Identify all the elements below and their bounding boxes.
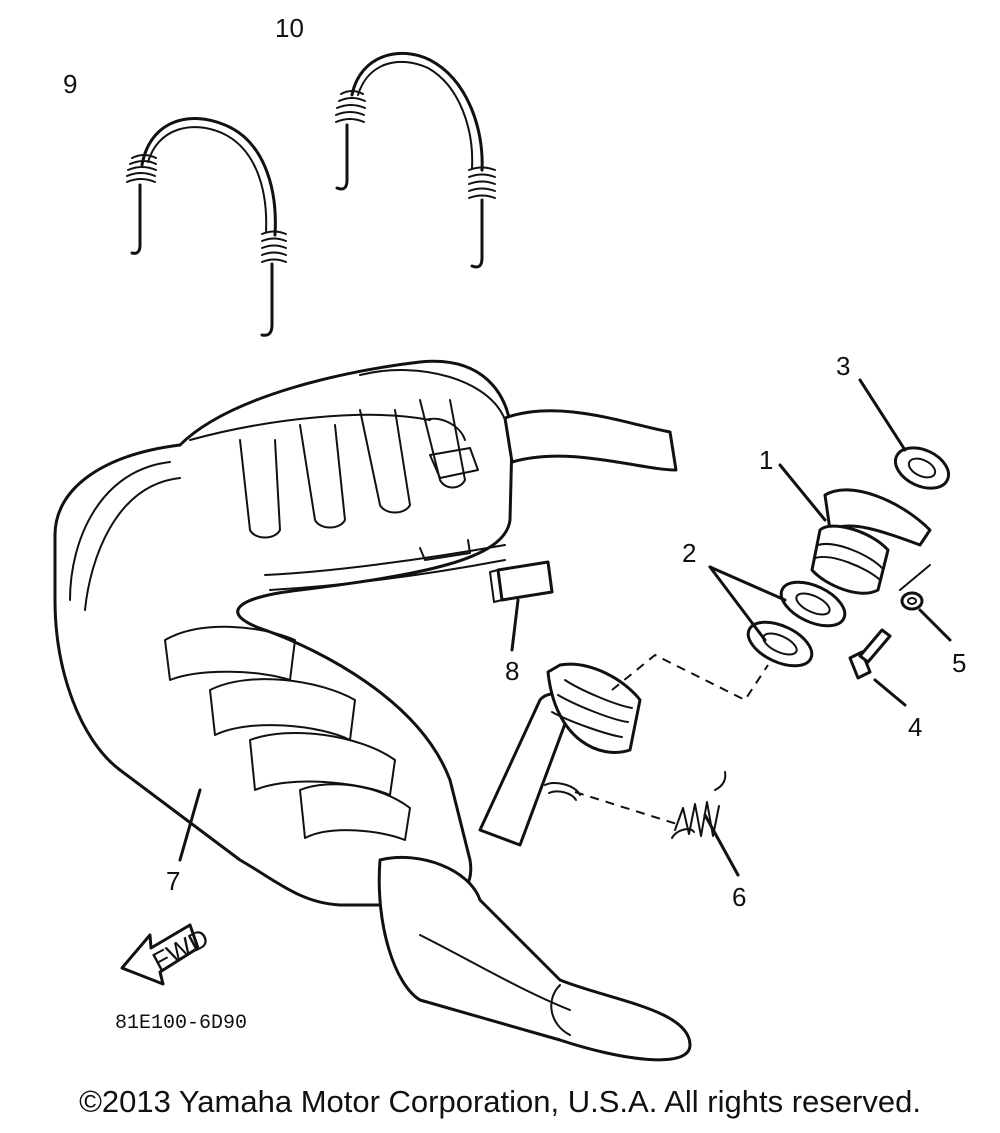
part-8-damper <box>489 560 554 652</box>
callout-10: 10 <box>275 13 304 43</box>
part-3-gasket <box>858 378 950 490</box>
callout-2: 2 <box>682 538 696 568</box>
callout-6: 6 <box>732 882 746 912</box>
part-7-leader <box>178 788 202 862</box>
callout-8: 8 <box>505 656 519 686</box>
part-1-joint <box>778 463 932 595</box>
callout-1: 1 <box>759 445 773 475</box>
callout-3: 3 <box>836 351 850 381</box>
callout-4: 4 <box>908 712 922 742</box>
part-2-gaskets <box>708 565 847 668</box>
copyright-notice: ©2013 Yamaha Motor Corporation, U.S.A. A… <box>79 1084 921 1119</box>
part-9-spring-hook <box>126 117 287 337</box>
part-7-muffler <box>53 359 692 1062</box>
part-10-spring-hook <box>335 51 496 269</box>
callout-7: 7 <box>166 866 180 896</box>
callout-9: 9 <box>63 69 77 99</box>
part-5-washer <box>899 564 952 642</box>
figure-code: 81E100-6D90 <box>115 1012 247 1035</box>
fwd-arrow-icon: FWD <box>120 922 214 986</box>
part-6-spring <box>671 771 740 877</box>
part-4-bolt <box>848 628 907 707</box>
callout-5: 5 <box>952 648 966 678</box>
assembly-lines <box>574 653 769 826</box>
